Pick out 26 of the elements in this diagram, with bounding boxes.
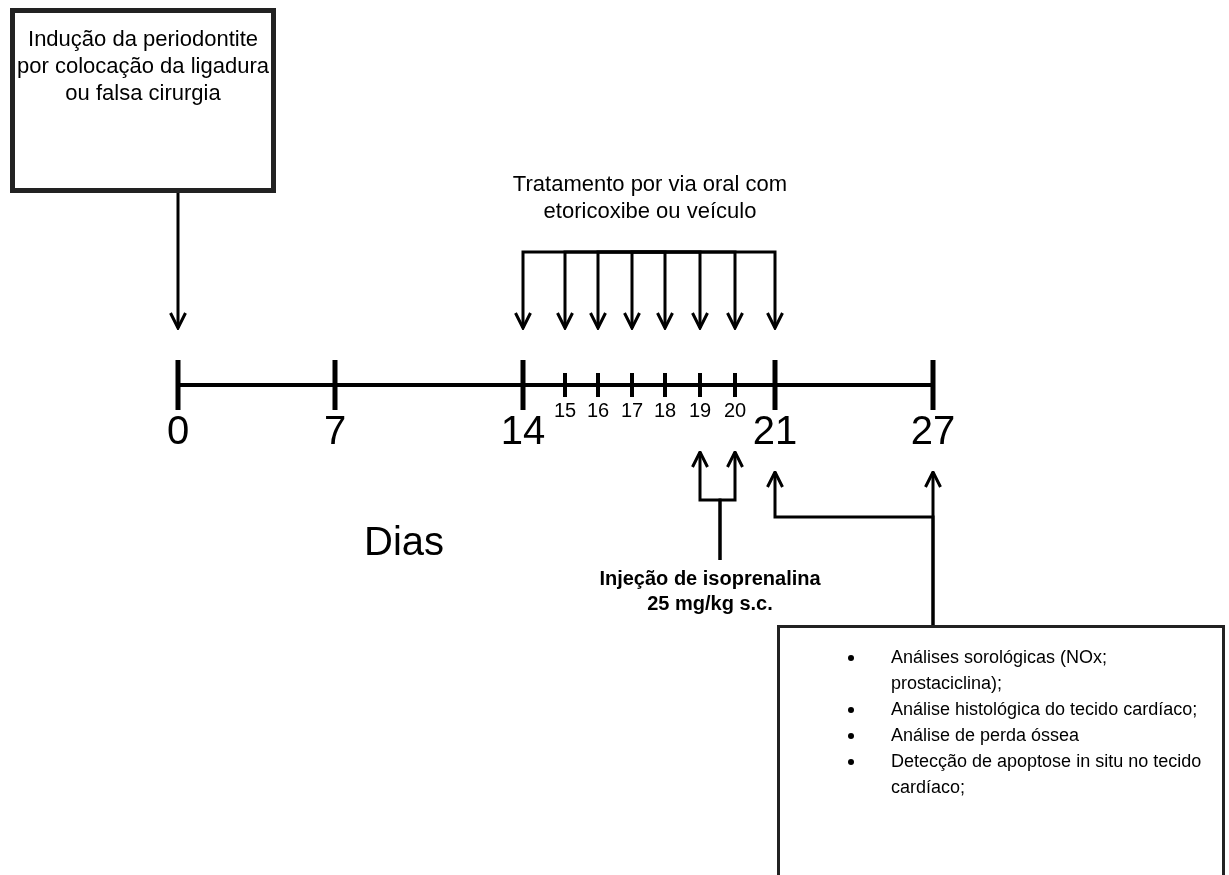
arrow: [169, 191, 187, 330]
analysis-item: Análise histológica do tecido cardíaco;: [891, 698, 1198, 721]
axis-title: Dias: [364, 518, 445, 564]
injection-note: Injeção de isoprenalina 25 mg/kg s.c.: [598, 566, 822, 616]
analysis-item: Análise de perda óssea: [891, 724, 1080, 747]
day-number: 7: [322, 408, 348, 452]
analysis-item: Detecção de apoptose in situ no tecido cardíaco;: [891, 750, 1202, 799]
box-text: Indução da periodontite por colocação da ligadura ou falsa cirurgia: [16, 25, 270, 106]
day-number: 16: [585, 398, 611, 422]
treatment-note: Tratamento por via oral com etoricoxibe ou veículo: [511, 170, 789, 224]
arrow: [718, 450, 744, 560]
day-number: 21: [751, 408, 799, 452]
day-number: 14: [499, 408, 547, 452]
day-number: 15: [552, 398, 578, 422]
day-number: 19: [687, 398, 713, 422]
day-number: 18: [652, 398, 678, 422]
day-number: 20: [722, 398, 748, 422]
analysis-box: [777, 625, 1225, 875]
day-number: 0: [165, 408, 191, 452]
arrow: [623, 250, 652, 330]
analysis-item: Análises sorológicas (NOx; prostaciclina);: [891, 646, 1109, 695]
arrow: [924, 470, 942, 625]
arrow: [648, 250, 784, 330]
day-number: 17: [619, 398, 645, 422]
day-number: 27: [909, 408, 957, 452]
process-box: [10, 8, 276, 193]
